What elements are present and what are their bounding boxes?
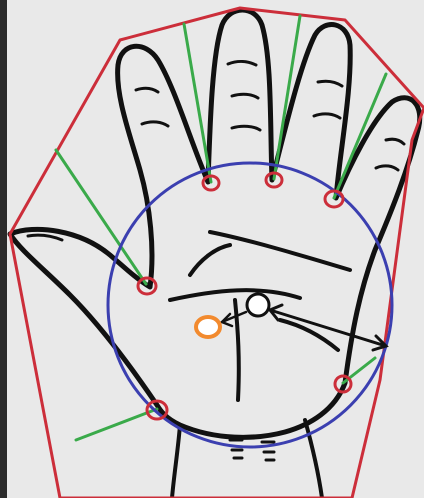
offset-arrow (222, 312, 246, 326)
defect-lines (56, 16, 386, 440)
centroid-point (196, 317, 220, 337)
hand-outline-main (10, 10, 420, 437)
defect-line-thumb-index (56, 150, 146, 284)
defect-line-left-wrist (76, 409, 157, 440)
defect-points (138, 173, 351, 419)
wrist-line-left (172, 425, 180, 498)
convex-hull-polygon (10, 8, 424, 498)
hand-outline-drawing (10, 10, 420, 498)
wrist-marks (230, 440, 274, 460)
palm-center-point (247, 294, 269, 316)
defect-line-middle-ring (274, 16, 300, 179)
